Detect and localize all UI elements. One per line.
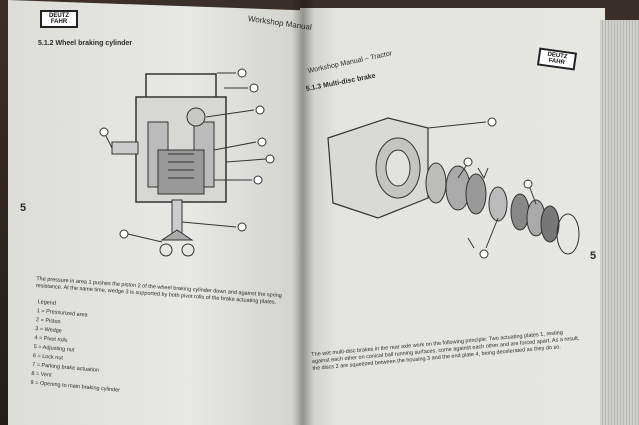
book-gutter-shadow [292, 0, 314, 425]
left-page-marker: 5 [20, 202, 27, 214]
page-stack-edge [600, 20, 639, 425]
multi-disc-brake-diagram [327, 117, 580, 259]
legend-block: Legend 1 = Pressurized area 2 = Piston 3… [30, 298, 127, 395]
left-section-title: 5.1.2 Wheel braking cylinder [38, 40, 133, 47]
right-page-marker: 5 [590, 250, 597, 262]
deutz-fahr-logo-left: DEUTZ FAHR [40, 10, 78, 28]
wheel-braking-cylinder-diagram [99, 68, 275, 257]
